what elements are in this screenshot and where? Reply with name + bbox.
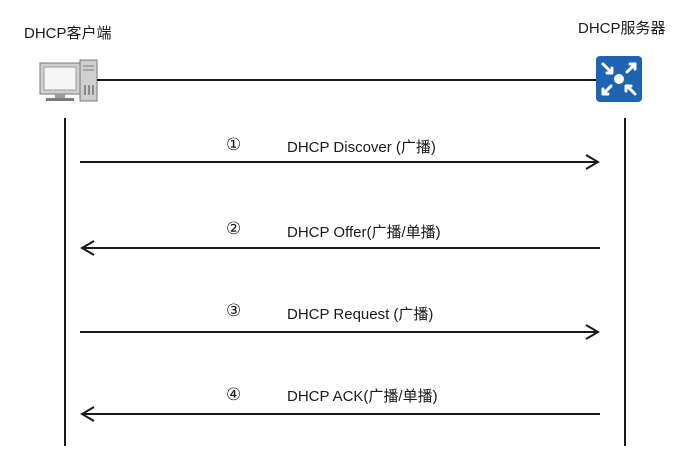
step-number-2: ②: [226, 219, 242, 239]
step-number-1: ①: [226, 135, 242, 155]
arrow-offer: [80, 240, 600, 256]
router-icon: [596, 56, 642, 102]
arrow-discover: [80, 154, 600, 170]
computer-icon: [39, 59, 98, 102]
client-label: DHCP客户端: [24, 25, 112, 42]
message-label-ack: DHCP ACK(广播/单播): [287, 388, 438, 405]
server-label: DHCP服务器: [578, 20, 666, 37]
step-number-3: ③: [226, 301, 242, 321]
step-number-4: ④: [226, 385, 242, 405]
message-label-offer: DHCP Offer(广播/单播): [287, 224, 441, 241]
arrow-ack: [80, 406, 600, 422]
arrow-request: [80, 324, 600, 340]
message-label-discover: DHCP Discover (广播): [287, 139, 436, 156]
message-label-request: DHCP Request (广播): [287, 306, 434, 323]
